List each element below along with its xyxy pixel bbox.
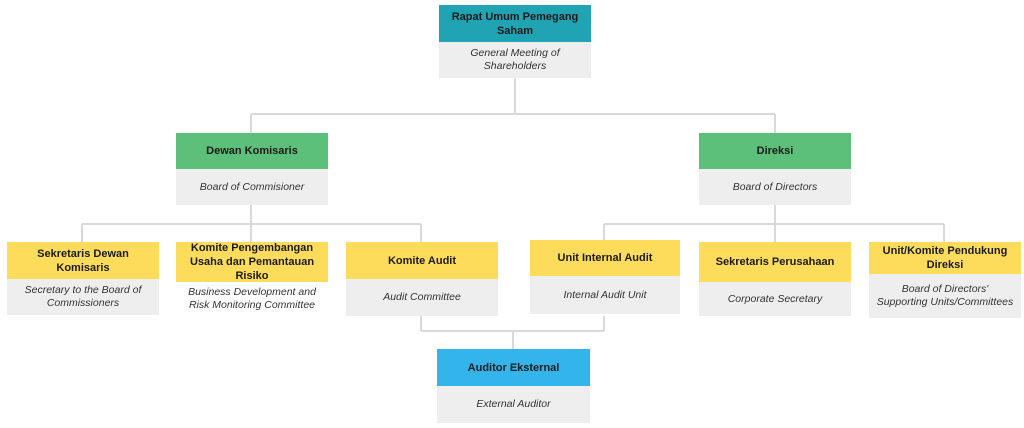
node-board-of-commissioners: Dewan Komisaris Board of Commisioner	[176, 133, 328, 205]
node-subtitle: Board of Commisioner	[176, 169, 328, 205]
node-subtitle: Internal Audit Unit	[530, 276, 680, 314]
node-subtitle: Board of Directors' Supporting Units/Com…	[869, 274, 1021, 318]
node-external-auditor: Auditor Eksternal External Auditor	[437, 349, 590, 423]
node-title: Sekretaris Perusahaan	[699, 242, 851, 282]
node-subtitle: Secretary to the Board of Commissioners	[7, 279, 159, 315]
node-board-of-directors: Direksi Board of Directors	[699, 133, 851, 205]
node-subtitle: General Meeting of Shareholders	[439, 42, 591, 78]
node-audit-committee: Komite Audit Audit Committee	[346, 242, 498, 316]
node-corporate-secretary: Sekretaris Perusahaan Corporate Secretar…	[699, 242, 851, 316]
node-business-development-committee: Komite Pengembangan Usaha dan Pemantauan…	[176, 242, 328, 316]
node-title: Komite Pengembangan Usaha dan Pemantauan…	[176, 242, 328, 282]
node-title: Dewan Komisaris	[176, 133, 328, 169]
node-subtitle: Board of Directors	[699, 169, 851, 205]
node-supporting-units: Unit/Komite Pendukung Direksi Board of D…	[869, 242, 1021, 318]
node-title: Unit/Komite Pendukung Direksi	[869, 242, 1021, 274]
node-title: Auditor Eksternal	[437, 349, 590, 386]
node-title: Sekretaris Dewan Komisaris	[7, 242, 159, 279]
node-subtitle: Corporate Secretary	[699, 282, 851, 316]
node-general-meeting: Rapat Umum Pemegang Saham General Meetin…	[439, 5, 591, 78]
node-title: Unit Internal Audit	[530, 240, 680, 276]
node-subtitle: External Auditor	[437, 386, 590, 423]
node-title: Rapat Umum Pemegang Saham	[439, 5, 591, 42]
node-title: Direksi	[699, 133, 851, 169]
node-title: Komite Audit	[346, 242, 498, 279]
node-secretary-to-board: Sekretaris Dewan Komisaris Secretary to …	[7, 242, 159, 315]
node-subtitle: Audit Committee	[346, 279, 498, 316]
node-subtitle: Business Development and Risk Monitoring…	[176, 282, 328, 316]
node-internal-audit-unit: Unit Internal Audit Internal Audit Unit	[530, 240, 680, 314]
